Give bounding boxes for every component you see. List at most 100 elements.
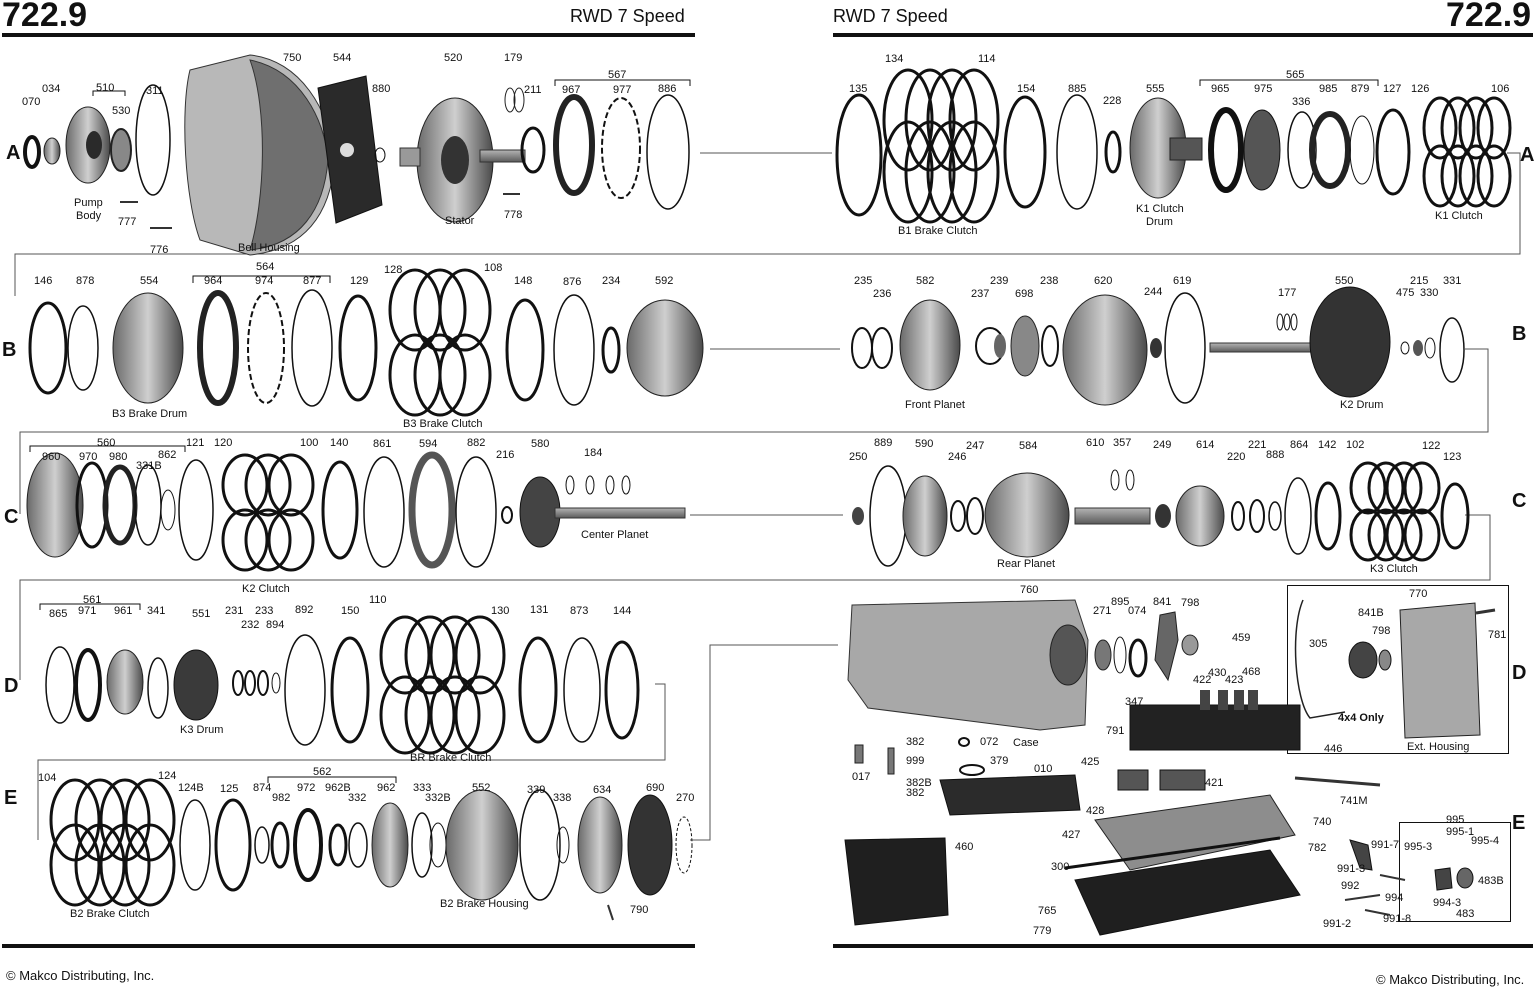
transmission-case: [847, 599, 1089, 731]
plate-129: [338, 294, 378, 402]
part-number-995-3: 995-3: [1404, 841, 1432, 853]
plate-125: [214, 798, 252, 892]
part-number-148: 148: [514, 275, 532, 287]
part-number-339: 339: [527, 784, 545, 796]
part-number-017: 017: [852, 771, 870, 783]
ring-270: [675, 816, 693, 874]
part-number-554: 554: [140, 275, 158, 287]
header-rule-right: [833, 33, 1533, 37]
front-planet: [899, 299, 961, 391]
part-number-333: 333: [413, 782, 431, 794]
ring-962b: [328, 823, 348, 867]
bolt-781: [1475, 608, 1496, 615]
part-number-233: 233: [255, 605, 273, 617]
part-number-992: 992: [1341, 880, 1359, 892]
ring-331b: [134, 464, 162, 546]
spring-971: [74, 648, 102, 722]
washer-216: [501, 506, 513, 524]
bearing-475: [1400, 341, 1410, 355]
seal-888: [1268, 501, 1282, 531]
seal-177c: [1290, 313, 1298, 331]
part-number-121: 121: [186, 437, 204, 449]
ring-179a: [504, 87, 516, 113]
part-number-135: 135: [849, 83, 867, 95]
part-number-127: 127: [1383, 83, 1401, 95]
part-number-765: 765: [1038, 905, 1056, 917]
part-number-034: 034: [42, 83, 60, 95]
plate-142: [1314, 481, 1342, 551]
part-number-125: 125: [220, 783, 238, 795]
row-letter-d-left: D: [4, 675, 19, 697]
part-number-427: 427: [1062, 829, 1080, 841]
part-number-967: 967: [562, 84, 580, 96]
k1-drum-hub: [1169, 137, 1203, 161]
part-number-430: 430: [1208, 667, 1226, 679]
part-number-106: 106: [1491, 83, 1509, 95]
caption-k1-clutch-drum-2: Drum: [1146, 216, 1173, 228]
part-number-582: 582: [916, 275, 934, 287]
part-number-991-3: 991-3: [1337, 863, 1365, 875]
k2-clutch-pack: [221, 453, 315, 572]
plate-123: [1440, 482, 1470, 550]
caption-b2-brake-housing: B2 Brake Housing: [440, 898, 529, 910]
part-number-150: 150: [341, 605, 359, 617]
ring-876: [553, 294, 595, 406]
part-number-962b: 962B: [325, 782, 351, 794]
part-number-520: 520: [444, 52, 462, 64]
part-number-580: 580: [531, 438, 549, 450]
four-wheel-drive-panel: [1287, 585, 1509, 754]
part-number-446: 446: [1324, 743, 1342, 755]
part-number-965: 965: [1211, 83, 1229, 95]
part-number-974: 974: [255, 275, 273, 287]
plate-144: [604, 640, 640, 740]
part-number-977: 977: [613, 84, 631, 96]
seal-177a: [1276, 313, 1284, 331]
model-number-right: 722.9: [1446, 0, 1532, 34]
row-letter-d-right: D: [1512, 662, 1527, 684]
part-number-235: 235: [854, 275, 872, 287]
stator-shaft: [399, 147, 421, 167]
part-number-791: 791: [1106, 725, 1124, 737]
part-number-741m: 741M: [1340, 795, 1368, 807]
washer-220: [1231, 501, 1245, 531]
washer-233: [257, 670, 269, 696]
row-letter-b-left: B: [2, 339, 17, 361]
ring-882: [455, 456, 497, 568]
part-number-236: 236: [873, 288, 891, 300]
part-number-122: 122: [1422, 440, 1440, 452]
part-number-874: 874: [253, 782, 271, 794]
part-number-565: 565: [1286, 69, 1304, 81]
copyright-right: © Makco Distributing, Inc.: [1376, 972, 1525, 987]
part-number-962: 962: [377, 782, 395, 794]
seal-271: [1094, 639, 1112, 671]
part-number-690: 690: [646, 782, 664, 794]
part-number-216: 216: [496, 449, 514, 461]
snap-ring-886: [646, 94, 690, 210]
rod-991-2: [1344, 894, 1381, 901]
part-number-970: 970: [79, 451, 97, 463]
part-number-864: 864: [1290, 439, 1308, 451]
part-number-777: 777: [118, 216, 136, 228]
bushing-798: [1181, 634, 1199, 656]
part-number-971: 971: [78, 605, 96, 617]
bearing-228: [1104, 130, 1122, 174]
part-number-425: 425: [1081, 756, 1099, 768]
part-number-215: 215: [1410, 275, 1428, 287]
b2-brake-clutch-pack: [49, 778, 176, 907]
piston-980: [102, 464, 138, 546]
b3-brake-clutch-pack: [388, 268, 492, 417]
caption-bell-housing: Bell Housing: [238, 242, 300, 254]
part-number-798: 798: [1181, 597, 1199, 609]
part-number-991-7: 991-7: [1371, 839, 1399, 851]
part-number-468: 468: [1242, 666, 1260, 678]
part-number-140: 140: [330, 437, 348, 449]
o-ring-072: [958, 737, 970, 747]
part-number-341: 341: [147, 605, 165, 617]
ring-336: [1287, 111, 1317, 189]
part-number-985: 985: [1319, 83, 1337, 95]
part-number-619: 619: [1173, 275, 1191, 287]
part-number-552: 552: [472, 782, 490, 794]
seal-ring-070: [23, 135, 41, 169]
ring-878: [67, 305, 99, 391]
